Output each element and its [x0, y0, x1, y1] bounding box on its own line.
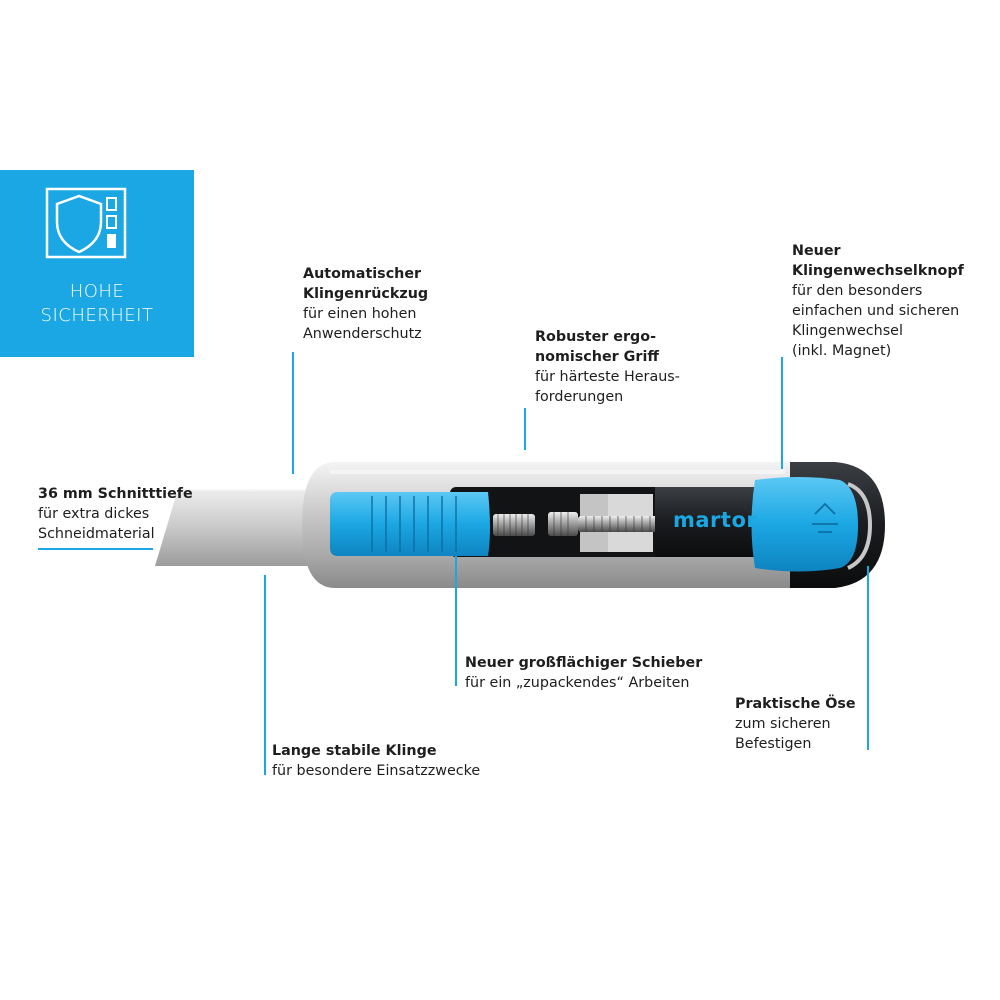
retraction-line [292, 352, 294, 474]
blade-button-line [781, 357, 783, 469]
callout-title: Neuer großflächiger Schieber [465, 655, 703, 671]
callout-title: Neuer [792, 243, 841, 259]
badge-line-2: SICHERHEIT [40, 305, 154, 326]
callout-title: Praktische Öse [735, 696, 856, 712]
badge-label: HOHE SICHERHEIT [0, 280, 194, 328]
callout-title: Automatischer [303, 266, 422, 282]
shield-safety-level-icon [45, 187, 127, 259]
callout-text: für den besonders [792, 283, 923, 299]
blade [155, 489, 316, 566]
callout-title: nomischer Griff [535, 349, 659, 365]
blade-line [264, 575, 266, 775]
badge-line-1: HOHE [69, 281, 125, 302]
callout-slider: Neuer großflächiger Schieber für ein „zu… [465, 653, 702, 693]
retraction-spring [493, 512, 658, 536]
callout-cut-depth: 36 mm Schnitttiefe für extra dickes Schn… [38, 484, 193, 544]
callout-text: für ein „zupackendes“ Arbeiten [465, 675, 690, 691]
callout-blade: Lange stabile Klinge für besondere Einsa… [272, 741, 480, 781]
callout-blade-button: Neuer Klingenwechselknopf für den besond… [792, 241, 964, 361]
callout-text: Schneidmaterial [38, 526, 155, 542]
callout-text: für extra dickes [38, 506, 150, 522]
slider-line [455, 556, 457, 686]
blade-change-button [751, 477, 858, 572]
callout-title: 36 mm Schnitttiefe [38, 486, 193, 502]
logo-band [655, 487, 755, 557]
callout-title: Robuster ergo- [535, 329, 657, 345]
callout-retraction: Automatischer Klingenrückzug für einen h… [303, 264, 428, 344]
callout-text: für härteste Heraus- [535, 369, 680, 385]
callout-text: Klingenwechsel [792, 323, 903, 339]
brand-logo: martor [673, 508, 758, 532]
callout-grip: Robuster ergo- nomischer Griff für härte… [535, 327, 680, 407]
grip-line [524, 408, 526, 450]
callout-text: einfachen und sicheren [792, 303, 960, 319]
callout-text: für besondere Einsatzzwecke [272, 763, 481, 779]
callout-text: forderungen [535, 389, 624, 405]
cut-depth-line [38, 548, 153, 550]
callout-text: für einen hohen [303, 306, 417, 322]
callout-text: Anwenderschutz [303, 326, 422, 342]
safety-badge: HOHE SICHERHEIT [0, 170, 194, 357]
callout-text: (inkl. Magnet) [792, 343, 892, 359]
callout-title: Klingenrückzug [303, 286, 429, 302]
blue-slider [330, 492, 490, 556]
callout-title: Lange stabile Klinge [272, 743, 437, 759]
callout-eyelet: Praktische Öse zum sicheren Befestigen [735, 694, 856, 754]
eyelet-line [867, 566, 869, 750]
callout-text: Befestigen [735, 736, 812, 752]
callout-title: Klingenwechselknopf [792, 263, 964, 279]
callout-text: zum sicheren [735, 716, 831, 732]
